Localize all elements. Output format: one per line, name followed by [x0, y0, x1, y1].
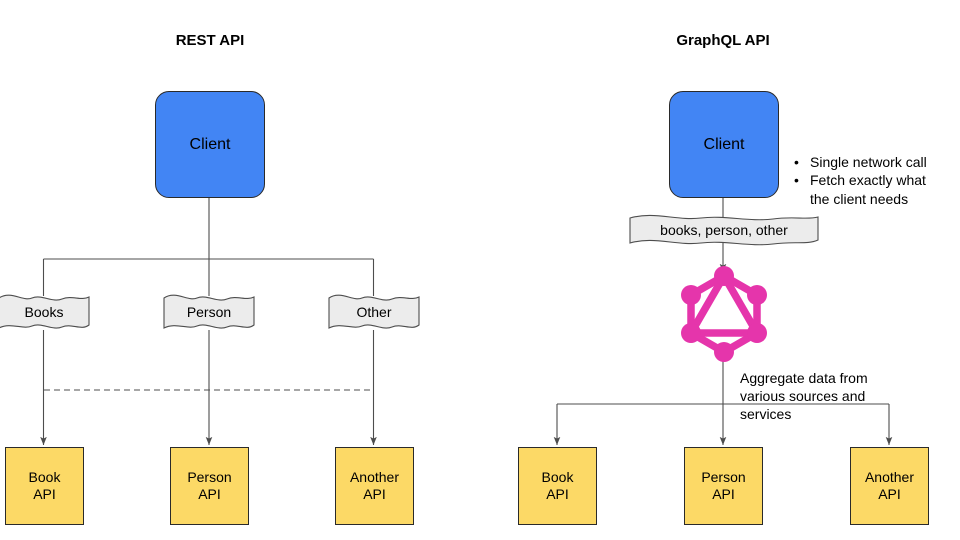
- graphql-benefit-item: Fetch exactly what the client needs: [794, 171, 960, 208]
- graphql-api-box-another[interactable]: Another API: [850, 447, 929, 525]
- rest-endpoint-person[interactable]: Person: [163, 292, 255, 332]
- graphql-client-label: Client: [703, 135, 745, 153]
- graphql-query-doc-label: books, person, other: [660, 221, 788, 238]
- rest-endpoint-person-label: Person: [186, 304, 232, 320]
- rest-api-box-book[interactable]: Book API: [5, 447, 84, 525]
- rest-endpoint-books[interactable]: Books: [0, 292, 90, 332]
- graphql-logo-icon: [678, 266, 770, 362]
- rest-endpoint-books-label: Books: [24, 304, 64, 320]
- graphql-aggregate-note: Aggregate data from various sources and …: [740, 370, 868, 422]
- graphql-api-box-book[interactable]: Book API: [518, 447, 597, 525]
- graphql-query-doc[interactable]: books, person, other: [629, 213, 819, 246]
- rest-endpoint-other[interactable]: Other: [328, 292, 420, 332]
- rest-api-box-person[interactable]: Person API: [170, 447, 249, 525]
- rest-client-label: Client: [189, 135, 231, 153]
- graphql-client-box[interactable]: Client: [669, 91, 779, 198]
- graphql-benefits-list: Single network call Fetch exactly what t…: [794, 153, 960, 208]
- graphql-benefit-item: Single network call: [794, 153, 960, 172]
- rest-panel-title: REST API: [175, 32, 245, 49]
- graphql-panel-title: GraphQL API: [676, 32, 770, 49]
- rest-client-box[interactable]: Client: [155, 91, 265, 198]
- graphql-api-box-person[interactable]: Person API: [684, 447, 763, 525]
- rest-endpoint-other-label: Other: [356, 304, 392, 320]
- rest-api-box-another[interactable]: Another API: [335, 447, 414, 525]
